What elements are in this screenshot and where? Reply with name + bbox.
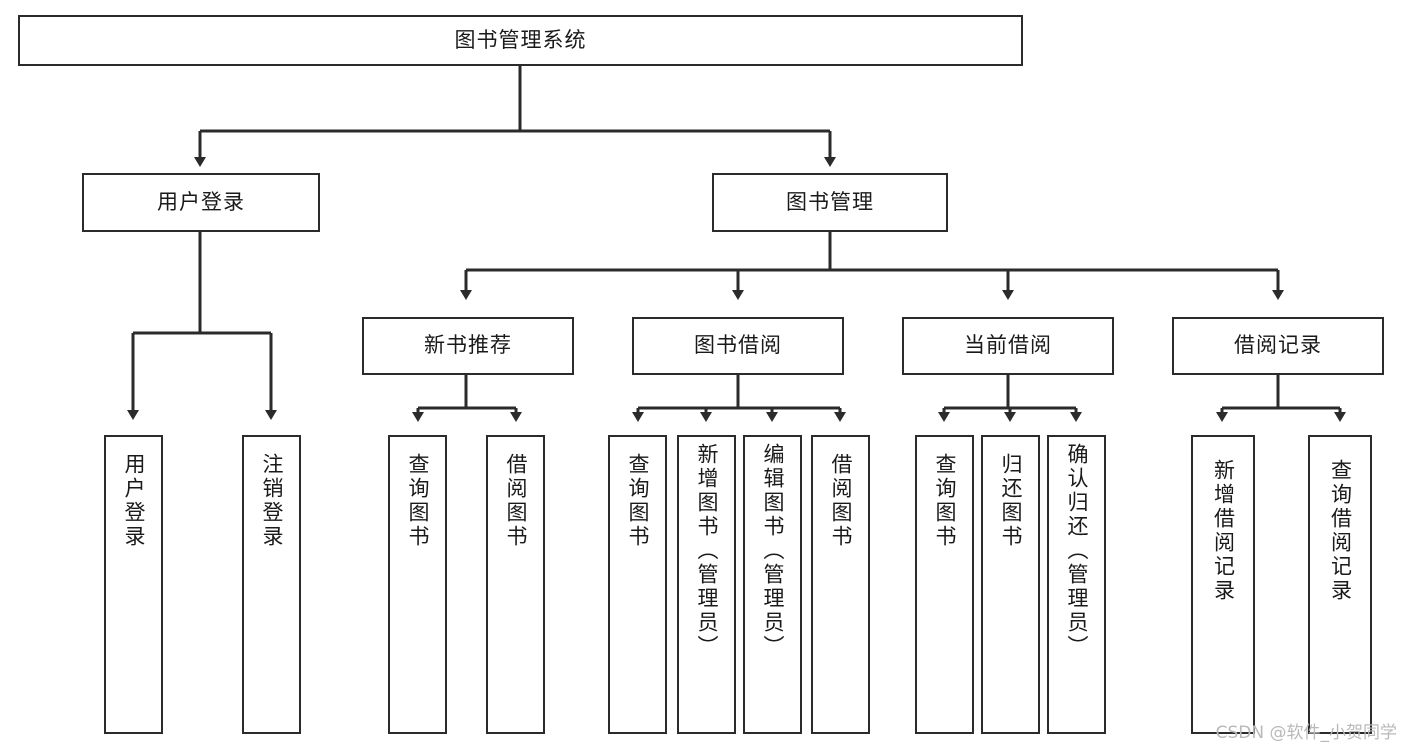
leaf-confirm-return-label: 确认归还（管理员）: [1064, 443, 1089, 659]
leaf-user-logout-label: 注销登录: [259, 453, 284, 549]
node-book-manage-label: 图书管理: [786, 189, 874, 214]
leaf-add-book[interactable]: 新增图书（管理员）: [677, 435, 736, 734]
leaf-borrow-book-2[interactable]: 借阅图书: [811, 435, 870, 734]
leaf-query-book-3-label: 查询图书: [932, 453, 957, 549]
leaf-return-book[interactable]: 归还图书: [981, 435, 1040, 734]
leaf-query-book-2-label: 查询图书: [625, 453, 650, 549]
node-book-borrow[interactable]: 图书借阅: [632, 317, 844, 375]
leaf-user-login-label: 用户登录: [121, 453, 146, 549]
leaf-query-record[interactable]: 查询借阅记录: [1308, 435, 1372, 734]
leaf-user-login[interactable]: 用户登录: [104, 435, 163, 734]
leaf-query-book-1[interactable]: 查询图书: [388, 435, 447, 734]
node-book-manage[interactable]: 图书管理: [712, 173, 948, 232]
node-borrow-record[interactable]: 借阅记录: [1172, 317, 1384, 375]
leaf-query-book-1-label: 查询图书: [405, 453, 430, 549]
leaf-query-book-2[interactable]: 查询图书: [608, 435, 667, 734]
node-root[interactable]: 图书管理系统: [18, 15, 1023, 66]
leaf-confirm-return[interactable]: 确认归还（管理员）: [1047, 435, 1106, 734]
leaf-edit-book[interactable]: 编辑图书（管理员）: [743, 435, 802, 734]
node-borrow-record-label: 借阅记录: [1234, 333, 1322, 358]
watermark: CSDN @软件_小贺同学: [1215, 723, 1397, 743]
node-root-label: 图书管理系统: [454, 27, 587, 52]
leaf-add-book-label: 新增图书（管理员）: [694, 443, 719, 659]
node-new-book-recommend[interactable]: 新书推荐: [362, 317, 574, 375]
node-current-borrow[interactable]: 当前借阅: [902, 317, 1114, 375]
leaf-borrow-book-2-label: 借阅图书: [828, 453, 853, 549]
leaf-query-record-label: 查询借阅记录: [1328, 459, 1353, 603]
leaf-edit-book-label: 编辑图书（管理员）: [760, 443, 785, 659]
leaf-return-book-label: 归还图书: [998, 453, 1023, 549]
node-book-borrow-label: 图书借阅: [694, 333, 782, 358]
leaf-borrow-book-1[interactable]: 借阅图书: [486, 435, 545, 734]
leaf-add-record-label: 新增借阅记录: [1211, 459, 1236, 603]
leaf-user-logout[interactable]: 注销登录: [242, 435, 301, 734]
node-user-login[interactable]: 用户登录: [82, 173, 320, 232]
node-user-login-label: 用户登录: [157, 189, 245, 214]
leaf-borrow-book-1-label: 借阅图书: [503, 453, 528, 549]
leaf-query-book-3[interactable]: 查询图书: [915, 435, 974, 734]
node-new-book-recommend-label: 新书推荐: [424, 333, 512, 358]
leaf-add-record[interactable]: 新增借阅记录: [1191, 435, 1255, 734]
node-current-borrow-label: 当前借阅: [964, 333, 1052, 358]
